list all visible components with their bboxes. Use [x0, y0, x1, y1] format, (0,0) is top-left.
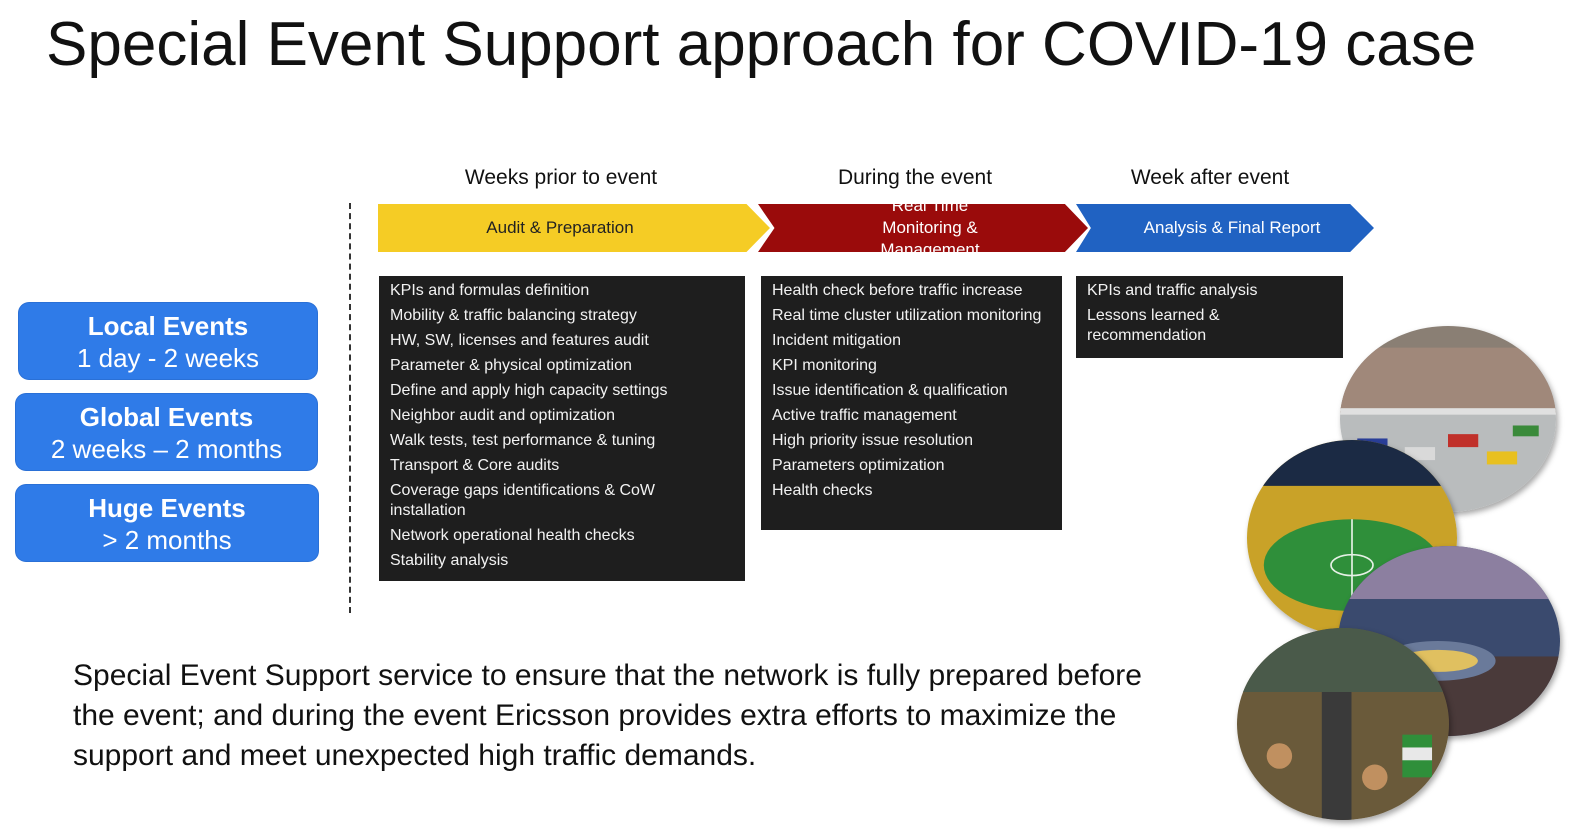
arrow-label: Analysis & Final Report: [1143, 218, 1321, 237]
event-name: Local Events: [87, 311, 249, 341]
activity-list-during: Health check before traffic increase Rea…: [761, 276, 1062, 530]
event-name: Global Events: [79, 402, 254, 432]
huge-events-box: Huge Events > 2 months: [16, 485, 318, 561]
list-item: Issue identification & qualification: [772, 382, 1008, 399]
list-item: Health check before traffic increase: [772, 282, 1023, 299]
local-events-box: Local Events 1 day - 2 weeks: [19, 303, 317, 379]
list-item: KPIs and formulas definition: [390, 282, 590, 299]
list-item: Real time cluster utilization monitoring: [772, 307, 1042, 324]
list-item: Lessons learned & recommendation: [1087, 307, 1220, 344]
list-item: HW, SW, licenses and features audit: [390, 332, 649, 349]
list-item: Stability analysis: [390, 552, 509, 569]
list-item: Define and apply high capacity settings: [390, 382, 668, 399]
arrow-label: Audit & Preparation: [486, 218, 634, 237]
list-item: Coverage gaps identifications & CoW inst…: [390, 482, 656, 519]
phase-heading-during: During the event: [837, 166, 993, 189]
page-title: Special Event Support approach for COVID…: [46, 10, 1477, 79]
arrow-audit-preparation: Audit & Preparation: [378, 204, 770, 252]
dashed-divider: [349, 203, 351, 613]
list-item: Incident mitigation: [772, 332, 901, 349]
list-item: Active traffic management: [772, 407, 957, 424]
event-duration: 2 weeks – 2 months: [50, 434, 283, 464]
list-item: KPI monitoring: [772, 357, 877, 374]
list-item: Transport & Core audits: [390, 457, 560, 474]
list-item: Health checks: [772, 482, 873, 499]
activity-list-after: KPIs and traffic analysis Lessons learne…: [1076, 276, 1343, 358]
list-item: Mobility & traffic balancing strategy: [390, 307, 637, 324]
phase-heading-after: Week after event: [1130, 166, 1290, 189]
event-duration: > 2 months: [102, 525, 232, 555]
crowd-photo: [1237, 628, 1449, 820]
summary-text: Special Event Support service to ensure …: [73, 659, 1142, 772]
list-item: Network operational health checks: [390, 527, 635, 544]
activity-list-before: KPIs and formulas definition Mobility & …: [379, 276, 745, 581]
list-item: Walk tests, test performance & tuning: [390, 432, 656, 449]
list-item: KPIs and traffic analysis: [1087, 282, 1258, 299]
arrow-real-time-monitoring: Real Time Monitoring & Management: [758, 204, 1088, 252]
global-events-box: Global Events 2 weeks – 2 months: [16, 394, 317, 470]
arrow-analysis-final-report: Analysis & Final Report: [1076, 204, 1374, 252]
list-item: Parameters optimization: [772, 457, 945, 474]
list-item: High priority issue resolution: [772, 432, 973, 449]
list-item: Neighbor audit and optimization: [390, 407, 616, 424]
event-name: Huge Events: [88, 493, 246, 523]
list-item: Parameter & physical optimization: [390, 357, 632, 374]
arrow-label: Real Time Monitoring & Management: [880, 196, 980, 259]
event-duration: 1 day - 2 weeks: [76, 343, 260, 373]
phase-heading-before: Weeks prior to event: [464, 166, 658, 189]
